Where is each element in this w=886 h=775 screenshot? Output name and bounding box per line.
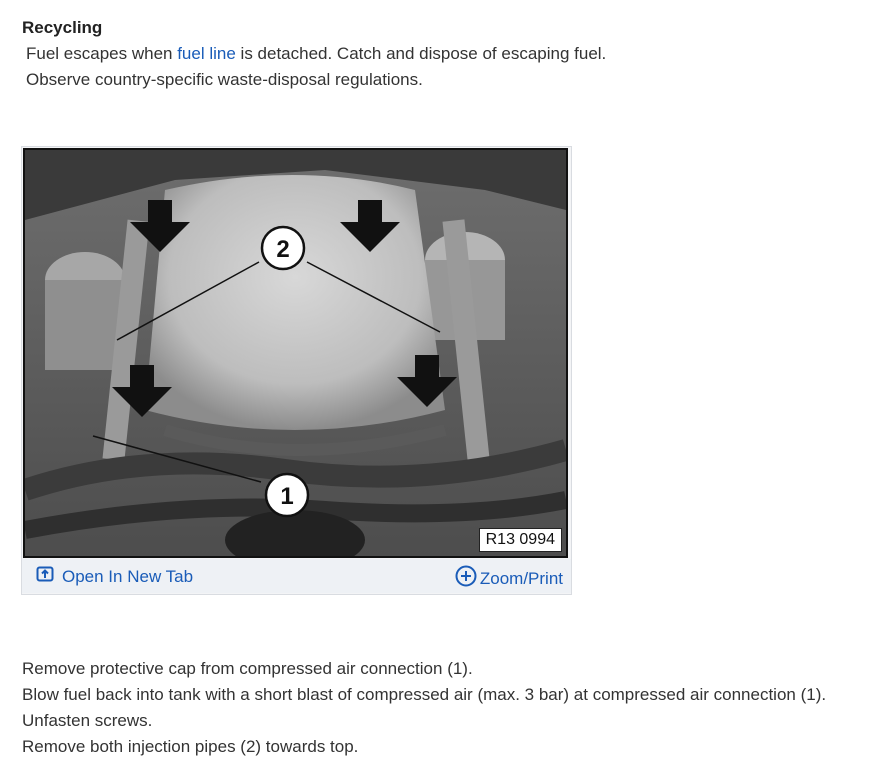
step-text: Blow fuel back into tank with a short bl… xyxy=(22,685,827,704)
figure-container: 2 1 R13 0994 Open In New Tab Zoom/Print xyxy=(21,146,572,595)
engine-illustration: 2 1 xyxy=(25,150,566,556)
engine-photo[interactable]: 2 1 R13 0994 xyxy=(23,148,568,558)
fuel-line-link[interactable]: fuel line xyxy=(177,44,236,63)
section-heading: Recycling xyxy=(22,18,103,37)
step-text: Remove protective cap from compressed ai… xyxy=(22,659,473,678)
step-text: Remove both injection pipes (2) towards … xyxy=(22,737,359,756)
open-in-new-tab-button[interactable]: Open In New Tab xyxy=(36,565,193,588)
figure-reference-code: R13 0994 xyxy=(478,528,562,552)
disposal-regulations-text: Observe country-specific waste-disposal … xyxy=(26,70,423,89)
zoom-print-label: Zoom/Print xyxy=(479,568,563,588)
open-in-new-tab-label: Open In New Tab xyxy=(62,566,194,586)
open-new-tab-icon xyxy=(36,565,54,588)
step-text: Unfasten screws. xyxy=(22,711,153,730)
callout-2-label: 2 xyxy=(276,236,289,263)
callout-1-label: 1 xyxy=(280,483,293,510)
warning-text-after: is detached. Catch and dispose of escapi… xyxy=(235,44,607,63)
fuel-warning-text: Fuel escapes when fuel line is detached.… xyxy=(26,44,606,64)
zoom-print-button[interactable]: Zoom/Print xyxy=(455,565,563,592)
zoom-plus-icon xyxy=(455,565,477,592)
procedure-steps: Remove protective cap from compressed ai… xyxy=(22,656,826,760)
warning-text-before: Fuel escapes when xyxy=(26,44,178,63)
figure-toolbar: Open In New Tab Zoom/Print xyxy=(22,559,571,593)
